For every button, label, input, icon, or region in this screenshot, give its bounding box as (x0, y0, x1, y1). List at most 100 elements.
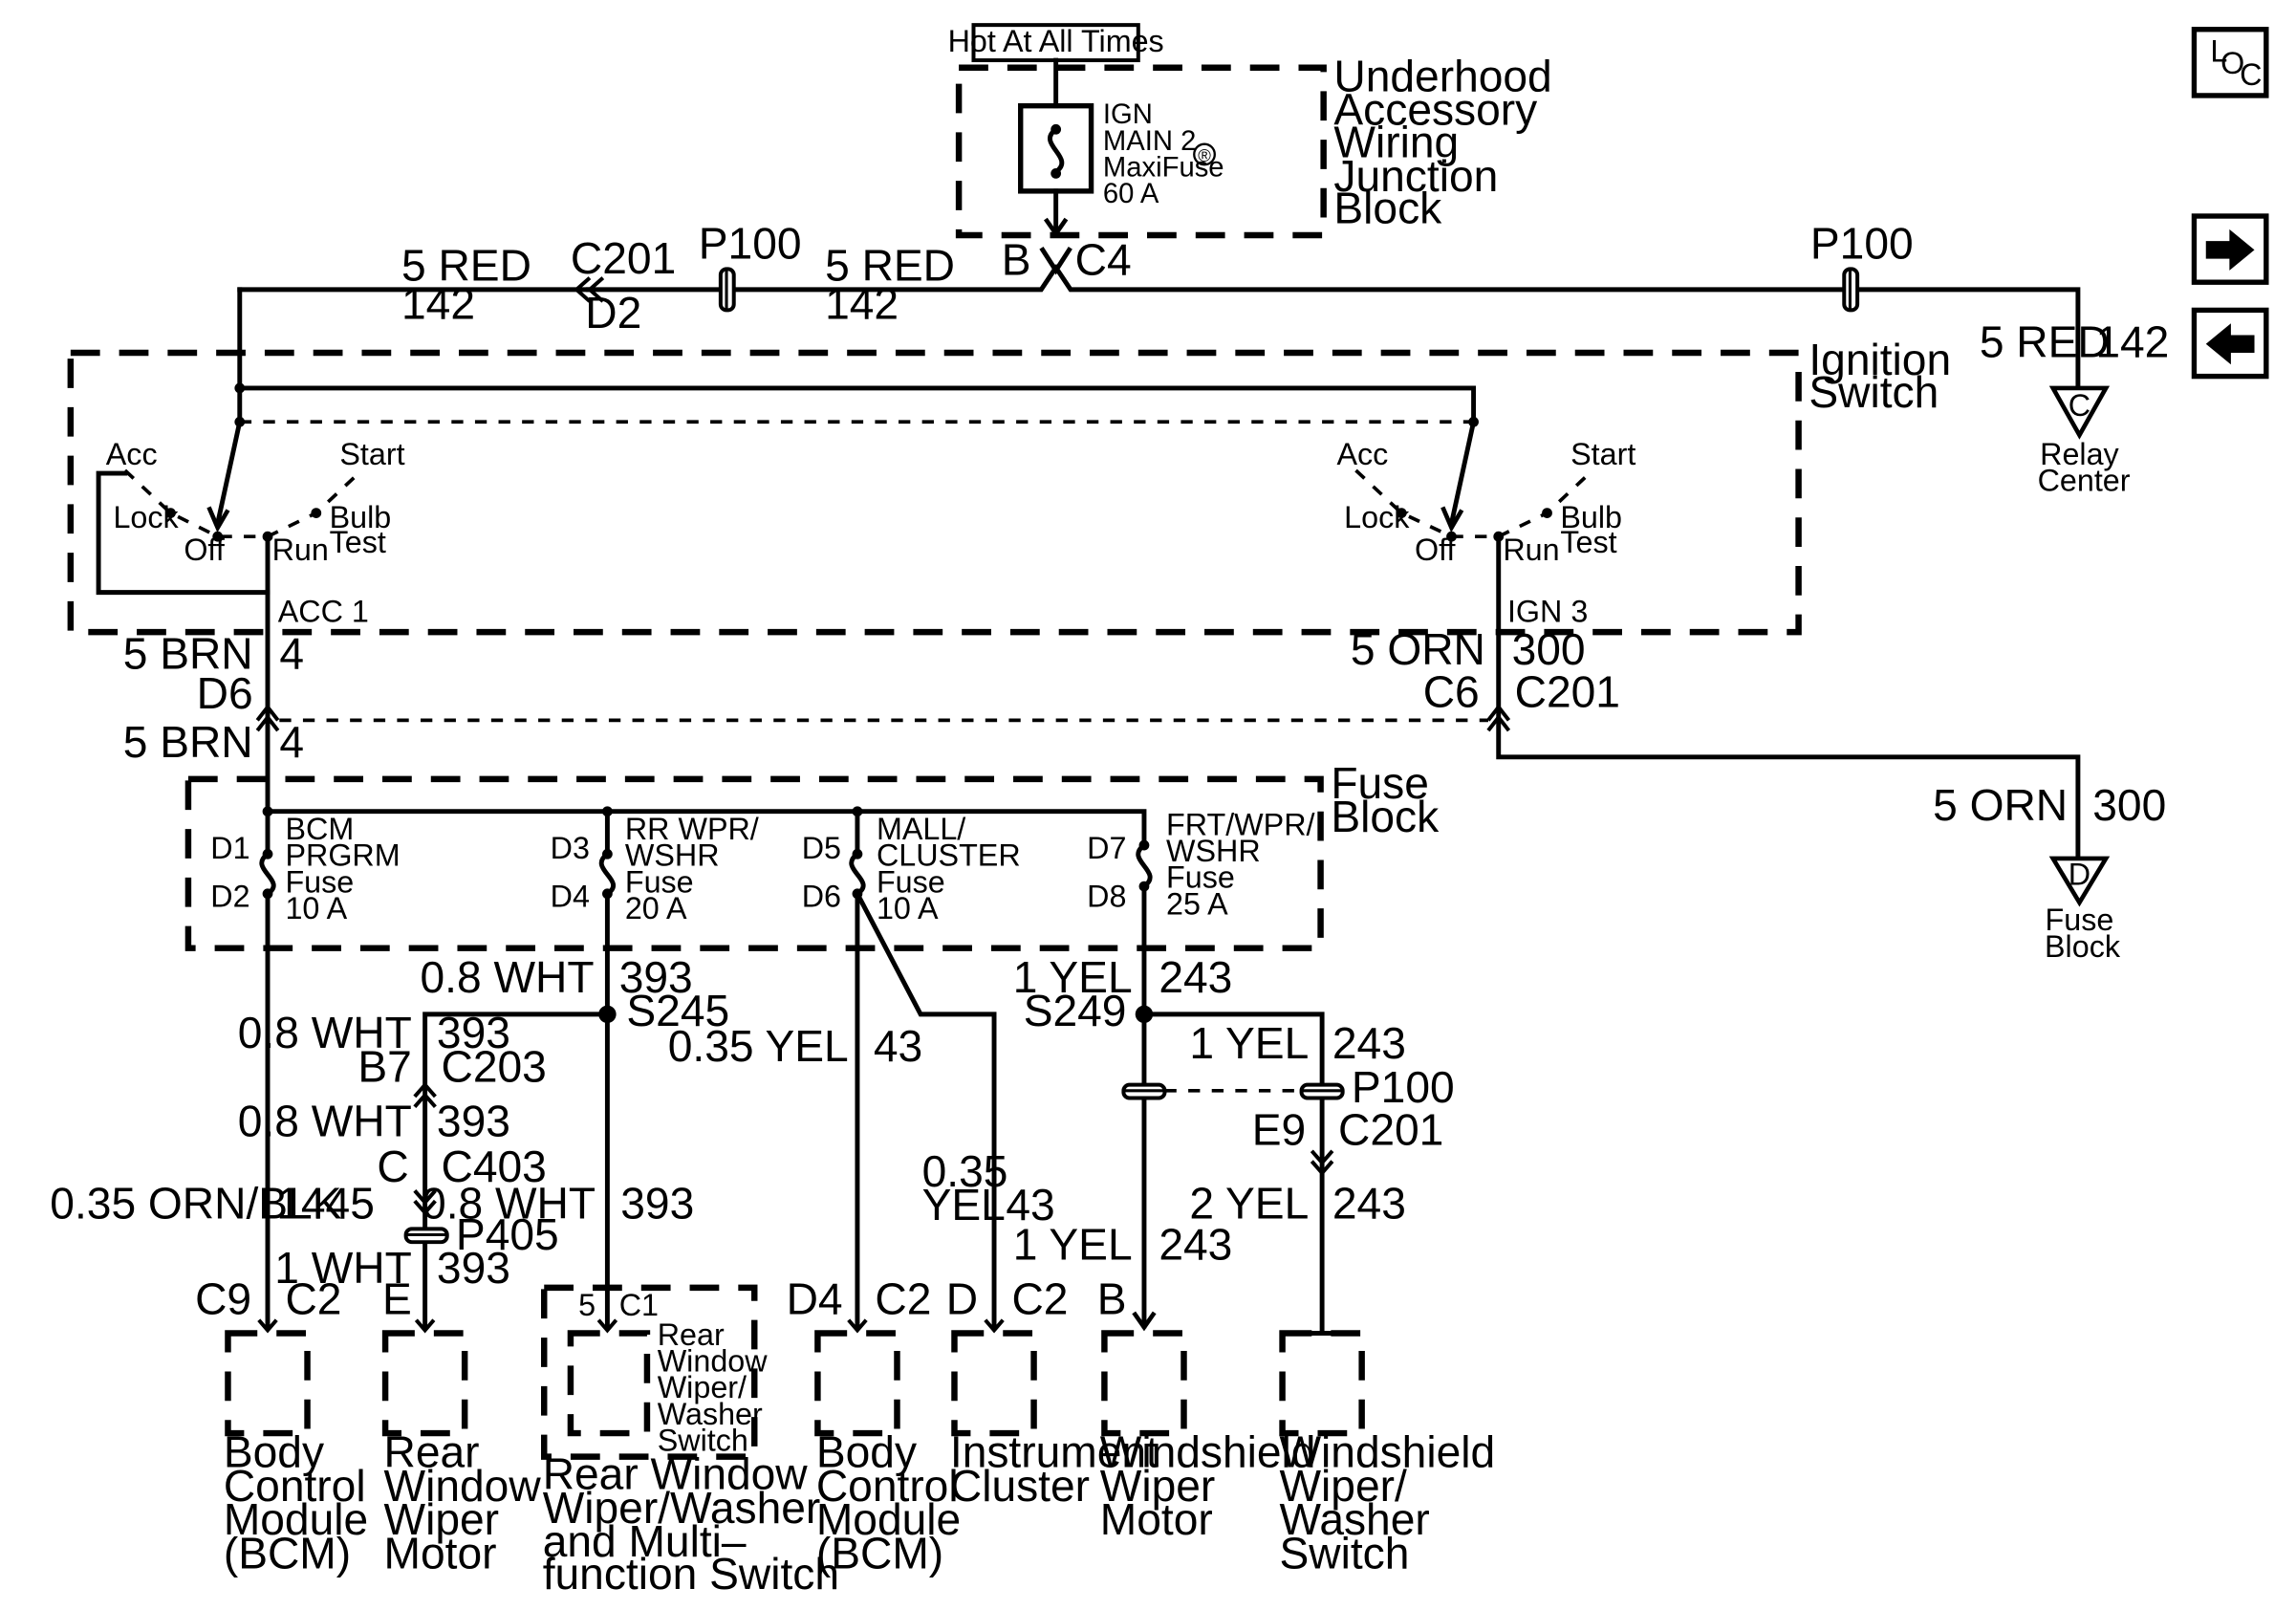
acc-jumper-wire (96, 470, 271, 596)
svg-text:BCM: BCM (285, 812, 354, 846)
fuse-block-outline (184, 775, 1324, 951)
svg-text:Washer: Washer (658, 1397, 763, 1431)
svg-text:L: L (2210, 34, 2227, 69)
svg-text:Test: Test (330, 525, 386, 559)
svg-text:C4: C4 (1075, 235, 1132, 285)
previous-page-button[interactable] (2191, 307, 2269, 380)
svg-text:Lock: Lock (113, 500, 179, 534)
arrow-right-icon (2205, 228, 2255, 271)
svg-text:C201: C201 (1338, 1105, 1443, 1155)
c201-e9-connector-symbol (1310, 1149, 1334, 1176)
svg-text:C: C (2069, 388, 2090, 423)
component-bcm-1: C9 C2 Body Control Module (BCM) (195, 1274, 368, 1578)
svg-text:Start: Start (1570, 437, 1635, 471)
svg-text:243: 243 (1159, 1220, 1232, 1270)
svg-text:Block: Block (2045, 929, 2121, 964)
svg-text:MALL/: MALL/ (877, 812, 965, 846)
p100-passthrough-b (1842, 267, 1860, 313)
svg-text:IGN 3: IGN 3 (1507, 594, 1588, 628)
arrow-left-icon (2205, 323, 2255, 365)
svg-text:142: 142 (401, 279, 475, 329)
svg-text:393: 393 (619, 952, 693, 1002)
svg-text:D2: D2 (210, 880, 249, 914)
wire-43-cluster (854, 890, 997, 1329)
svg-text:B7: B7 (357, 1042, 411, 1092)
svg-text:S245: S245 (626, 986, 729, 1035)
component-instrument-cluster: D C2 Instrument Cluster (946, 1274, 1159, 1511)
svg-text:®: ® (1198, 145, 1211, 165)
svg-text:C: C (377, 1142, 408, 1191)
svg-text:Washer: Washer (1279, 1494, 1429, 1544)
svg-text:Instrument: Instrument (950, 1426, 1159, 1476)
component-locator-button[interactable]: L O C (2191, 27, 2269, 98)
svg-text:MAIN 2: MAIN 2 (1103, 126, 1196, 157)
svg-text:Window: Window (384, 1461, 542, 1511)
svg-text:D1: D1 (210, 831, 249, 865)
fuse-block-reference-icon[interactable] (2048, 856, 2111, 907)
component-rear-wiper-multifunction-switch: 5 C1 Rear Window Wiper/ Washer Switch Re… (541, 1284, 839, 1599)
svg-text:function Switch: function Switch (543, 1549, 839, 1599)
c203-connector-symbol (413, 1081, 437, 1109)
svg-text:Bulb: Bulb (330, 500, 392, 534)
svg-text:O: O (2220, 46, 2244, 80)
svg-text:C201: C201 (1515, 667, 1620, 717)
svg-text:YEL: YEL (922, 1180, 1006, 1229)
svg-text:Off: Off (184, 533, 226, 567)
svg-text:Block: Block (1333, 184, 1442, 233)
svg-text:Body: Body (816, 1426, 917, 1476)
svg-text:D6: D6 (802, 880, 841, 914)
component-rear-window-wiper-motor: E Rear Window Wiper Motor (381, 1274, 542, 1578)
svg-text:Start: Start (339, 437, 404, 471)
svg-text:C9: C9 (195, 1274, 251, 1324)
relay-center-reference-icon[interactable] (2048, 385, 2111, 440)
wire-142-mid (585, 264, 1060, 293)
svg-text:Center: Center (2038, 464, 2131, 498)
svg-text:C6: C6 (1423, 667, 1480, 717)
svg-text:Wiper/Washer: Wiper/Washer (543, 1483, 821, 1533)
svg-text:P100: P100 (1810, 219, 1914, 269)
svg-text:Wiper/: Wiper/ (1279, 1461, 1406, 1511)
svg-text:Run: Run (272, 533, 329, 567)
svg-text:Fuse: Fuse (877, 864, 945, 899)
ignition-switch-section-right: Acc Start Lock Off Run Bulb Test (1336, 416, 1635, 567)
svg-text:and Multi–: and Multi– (543, 1516, 747, 1566)
svg-text:1 WHT: 1 WHT (274, 1243, 412, 1293)
svg-text:Block: Block (1331, 792, 1440, 841)
svg-text:C: C (2240, 57, 2262, 92)
svg-text:5 BRN: 5 BRN (123, 629, 253, 679)
svg-text:Acc: Acc (1336, 437, 1388, 471)
svg-text:43: 43 (1006, 1180, 1054, 1229)
svg-text:E9: E9 (1252, 1105, 1306, 1155)
svg-text:Run: Run (1503, 533, 1559, 567)
svg-text:1 YEL: 1 YEL (1013, 1220, 1133, 1270)
svg-text:D2: D2 (585, 288, 641, 337)
underhood-junction-block-outline (955, 64, 1327, 239)
c403-connector-symbol (413, 1189, 437, 1216)
maxifuse-element (1048, 125, 1065, 176)
fuse-bus-wire (265, 710, 1147, 848)
svg-text:C1: C1 (619, 1288, 659, 1322)
svg-text:393: 393 (437, 1097, 510, 1146)
c6-connector-symbol (1486, 704, 1511, 732)
svg-text:S249: S249 (1024, 986, 1127, 1035)
svg-text:243: 243 (1332, 1179, 1406, 1229)
fuse-mall-cluster: D5 D6 MALL/ CLUSTER Fuse 10 A (802, 809, 1021, 925)
p100-passthrough-c (1121, 1082, 1345, 1100)
ignition-bus-wire (237, 385, 1477, 424)
svg-text:300: 300 (2092, 780, 2166, 830)
svg-text:MaxiFuse: MaxiFuse (1103, 153, 1224, 184)
svg-text:D4: D4 (551, 880, 590, 914)
next-page-button[interactable] (2191, 213, 2269, 285)
svg-text:P100: P100 (1352, 1062, 1455, 1112)
svg-text:0.35: 0.35 (922, 1146, 1008, 1196)
svg-text:4: 4 (279, 629, 304, 679)
svg-text:Fuse: Fuse (1166, 860, 1235, 895)
svg-text:CLUSTER: CLUSTER (877, 838, 1021, 873)
svg-text:Fuse: Fuse (1331, 758, 1429, 808)
p100-passthrough-a (718, 267, 736, 313)
svg-text:Window: Window (658, 1343, 769, 1378)
svg-text:Windshield: Windshield (1279, 1426, 1495, 1476)
svg-text:P405: P405 (456, 1209, 559, 1259)
svg-text:B: B (1002, 235, 1031, 285)
